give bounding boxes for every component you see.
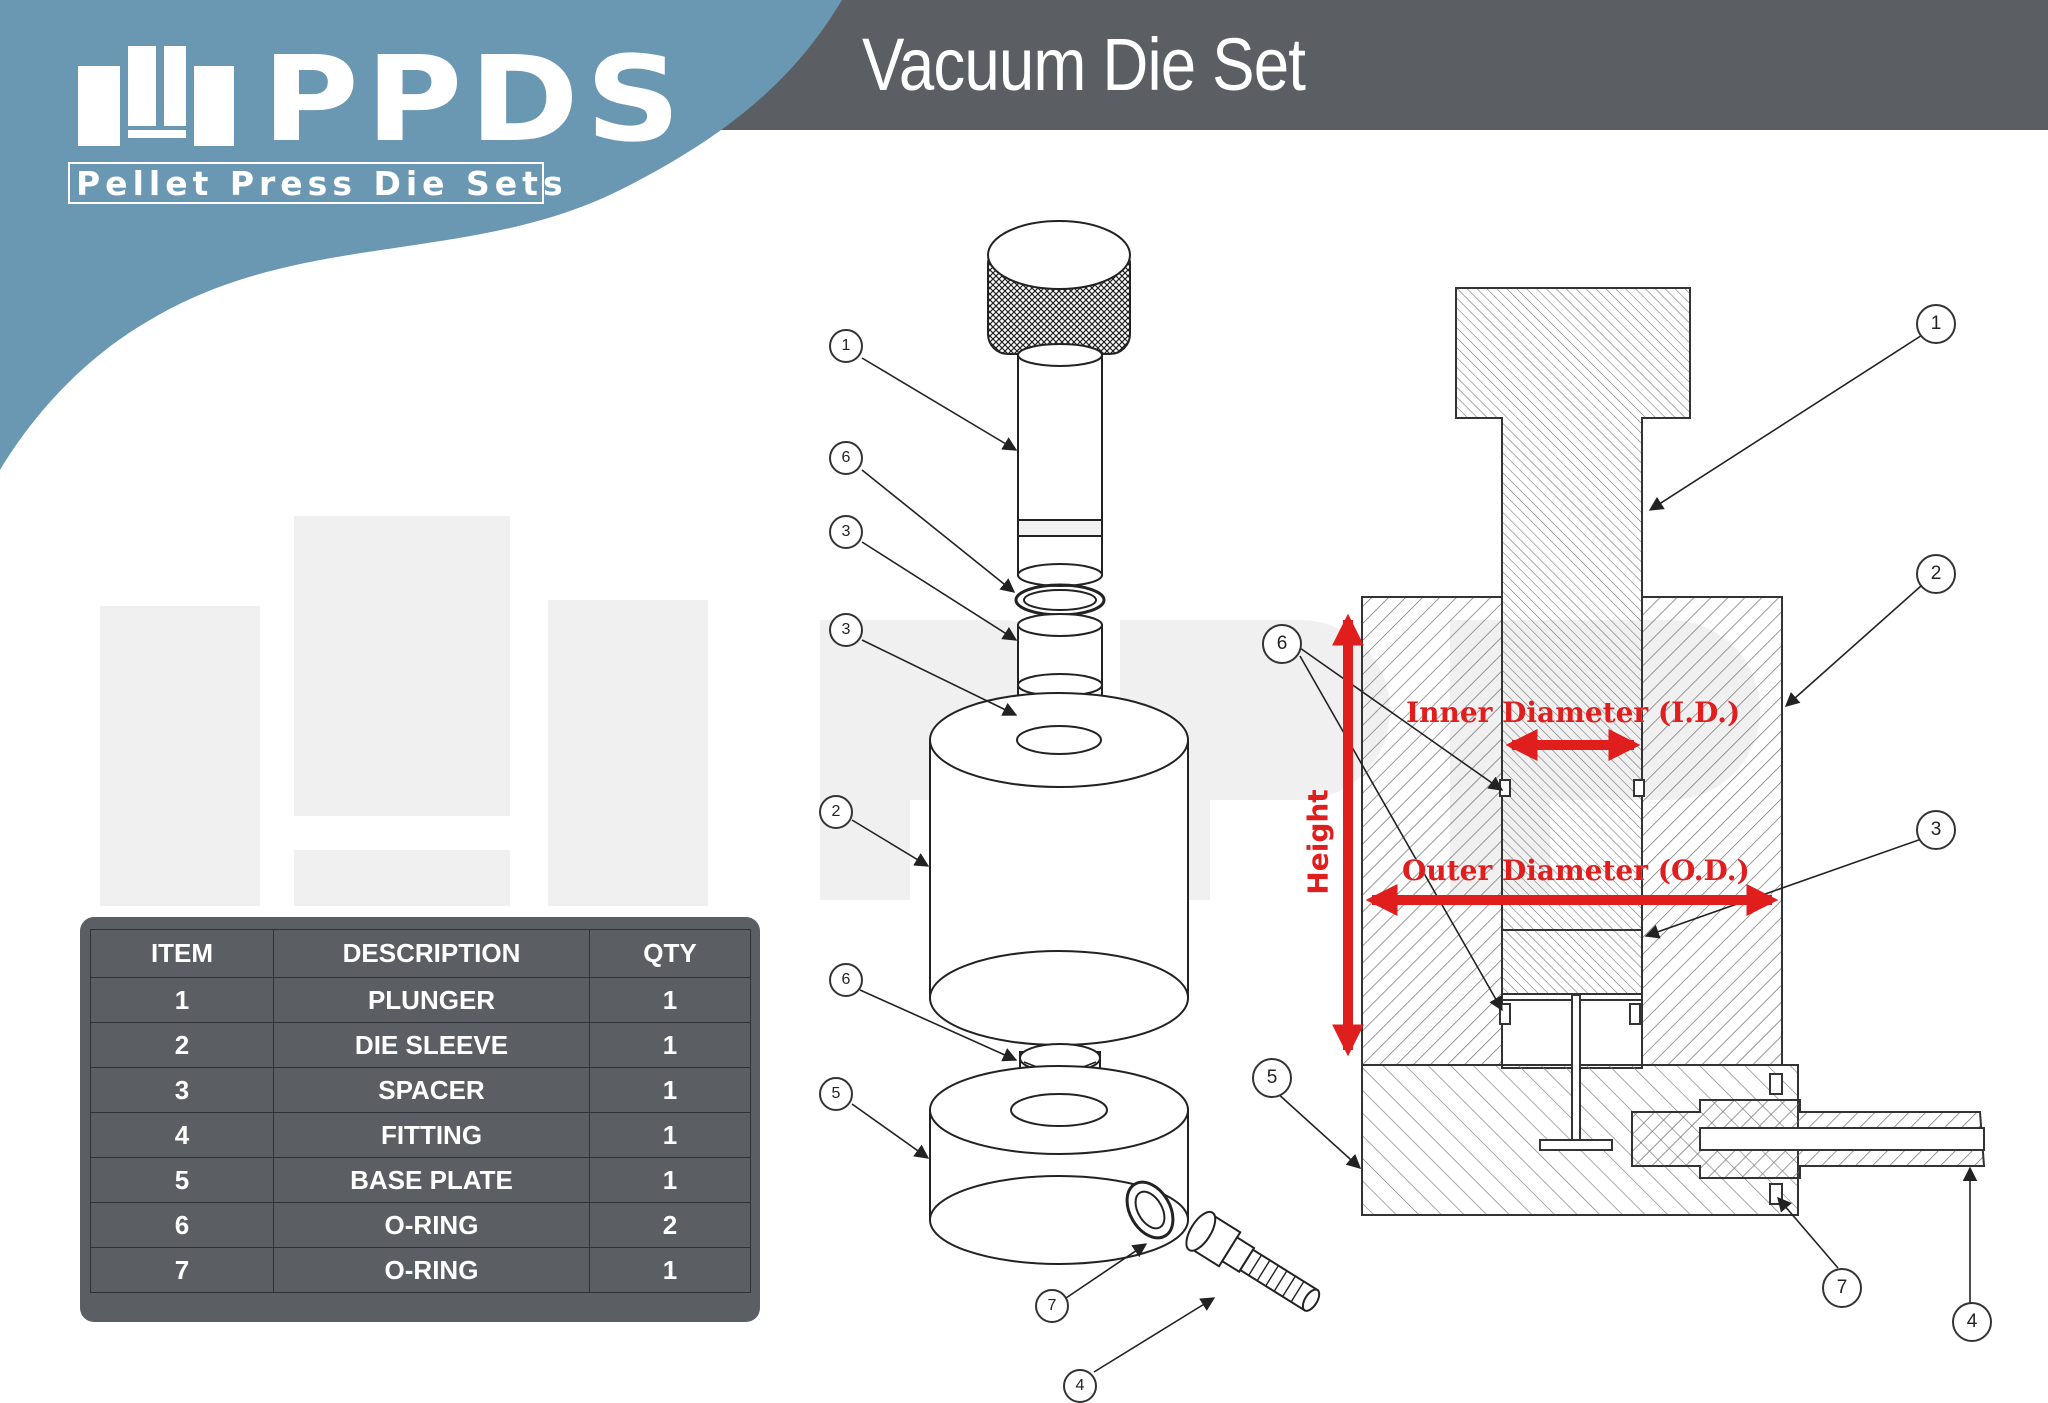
plunger-knob-top: [987, 220, 1131, 290]
o-ring-side: [1125, 1180, 1175, 1240]
qty-cell: 1: [589, 1022, 751, 1068]
sleeve-section-right: [1641, 596, 1783, 1066]
table-row: 6 O-RING 2: [90, 1202, 751, 1248]
fitting: [1185, 1210, 1321, 1312]
page-title: Vacuum Die Set: [862, 23, 1306, 106]
callout-exploded-o-ring-side: 7: [1035, 1289, 1069, 1323]
qty-cell: 1: [589, 1247, 751, 1293]
description-cell: PLUNGER: [273, 977, 590, 1023]
spacer-section: [1501, 929, 1643, 995]
description-cell: SPACER: [273, 1067, 590, 1113]
outer-diameter-label: Outer Diameter (O.D.): [1402, 854, 1750, 887]
callout-exploded-o-ring-top: 6: [829, 441, 863, 475]
header-bar: [640, 0, 2048, 130]
exploded-view: [851, 220, 1321, 1373]
parts-list-panel: ITEM DESCRIPTION QTY 1 PLUNGER 1 2 DIE S…: [80, 917, 760, 1322]
table-row: 1 PLUNGER 1: [90, 977, 751, 1023]
callout-section-spacer: 3: [1916, 810, 1956, 850]
height-label: Height: [1301, 789, 1335, 895]
callout-section-o-ring-side: 7: [1822, 1268, 1862, 1308]
item-cell: 2: [90, 1022, 274, 1068]
description-cell: O-RING: [273, 1247, 590, 1293]
table-row: 4 FITTING 1: [90, 1112, 751, 1158]
qty-cell: 1: [589, 1157, 751, 1203]
callout-section-fitting: 4: [1952, 1302, 1992, 1342]
callout-exploded-base-plate: 5: [819, 1077, 853, 1111]
column-header-item: ITEM: [90, 929, 274, 978]
callout-exploded-fitting: 4: [1063, 1369, 1097, 1403]
ppds-logo-icon: [78, 46, 234, 146]
description-cell: BASE PLATE: [273, 1157, 590, 1203]
qty-cell: 2: [589, 1202, 751, 1248]
item-cell: 5: [90, 1157, 274, 1203]
table-row: 5 BASE PLATE 1: [90, 1157, 751, 1203]
plunger-section: [1455, 287, 1691, 931]
qty-cell: 1: [589, 1112, 751, 1158]
item-cell: 1: [90, 977, 274, 1023]
table-row: 7 O-RING 1: [90, 1247, 751, 1293]
callout-section-plunger: 1: [1916, 304, 1956, 344]
description-cell: DIE SLEEVE: [273, 1022, 590, 1068]
item-cell: 3: [90, 1067, 274, 1113]
plunger-shaft: [1017, 354, 1103, 576]
table-row: 2 DIE SLEEVE 1: [90, 1022, 751, 1068]
inner-diameter-label: Inner Diameter (I.D.): [1406, 696, 1741, 729]
item-cell: 4: [90, 1112, 274, 1158]
callout-exploded-die-sleeve: 2: [819, 795, 853, 829]
qty-cell: 1: [589, 977, 751, 1023]
item-cell: 7: [90, 1247, 274, 1293]
brand-name: PPDS: [262, 30, 688, 168]
description-cell: FITTING: [273, 1112, 590, 1158]
callout-section-base-plate: 5: [1252, 1058, 1292, 1098]
description-cell: O-RING: [273, 1202, 590, 1248]
section-view: [1275, 287, 1986, 1316]
callout-exploded-o-ring-bottom: 6: [829, 963, 863, 997]
callout-exploded-spacer-b: 3: [829, 613, 863, 647]
dimension-arrows: [1331, 613, 1779, 1057]
tagline-frame: [68, 162, 544, 204]
parts-table: ITEM DESCRIPTION QTY 1 PLUNGER 1 2 DIE S…: [90, 929, 751, 1293]
callout-section-o-ring: 6: [1262, 624, 1302, 664]
column-header-description: DESCRIPTION: [273, 929, 590, 978]
qty-cell: 1: [589, 1067, 751, 1113]
table-header-row: ITEM DESCRIPTION QTY: [90, 929, 751, 978]
sleeve-section-left: [1361, 596, 1503, 1066]
brand-tagline: Pellet Press Die Sets: [76, 164, 568, 203]
callout-exploded-plunger: 1: [829, 329, 863, 363]
column-header-qty: QTY: [589, 929, 751, 978]
callout-exploded-spacer-a: 3: [829, 515, 863, 549]
callout-section-die-sleeve: 2: [1916, 554, 1956, 594]
table-row: 3 SPACER 1: [90, 1067, 751, 1113]
item-cell: 6: [90, 1202, 274, 1248]
